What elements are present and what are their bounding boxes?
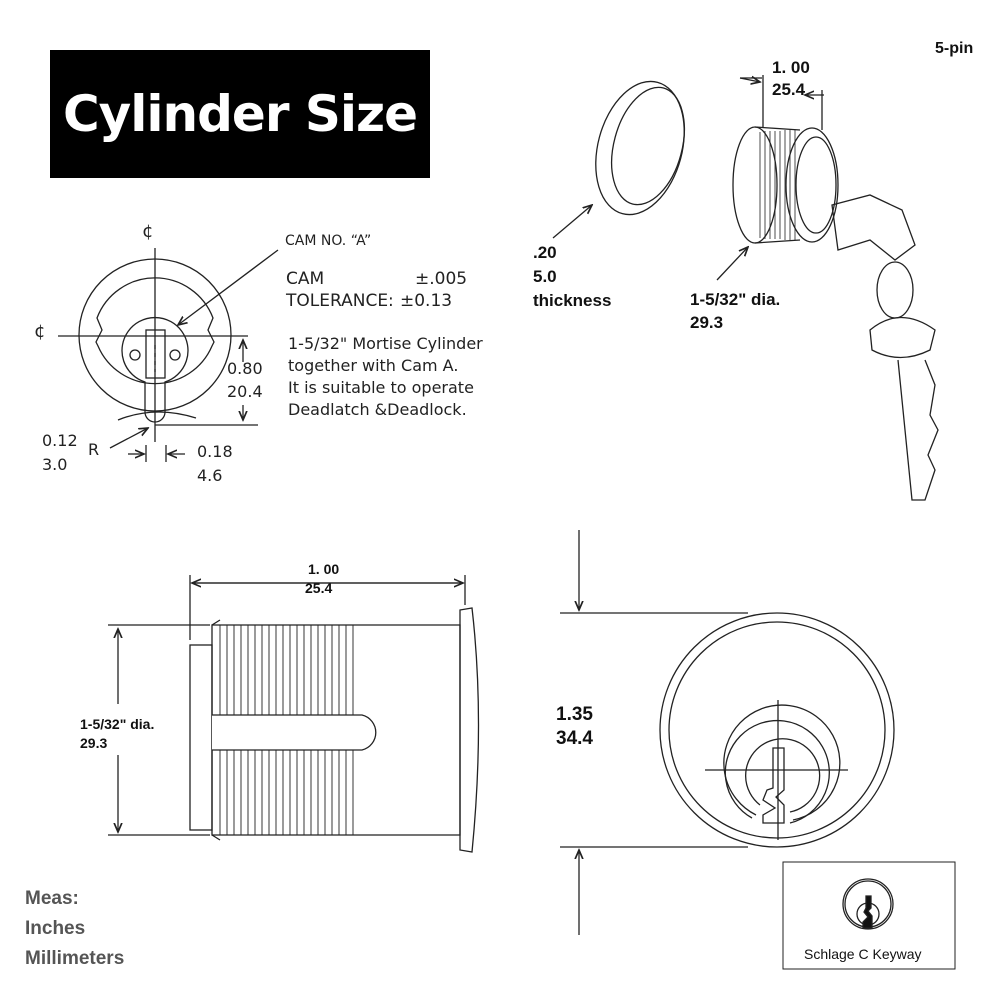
centerline-symbol-vertical: ¢ — [142, 221, 154, 242]
ring-thickness-label: thickness — [533, 291, 612, 310]
radius-symbol: R — [88, 440, 100, 459]
dim-height-in: 0.80 — [227, 359, 263, 378]
side-length-in: 1. 00 — [308, 561, 340, 577]
side-length-mm: 25.4 — [305, 580, 333, 596]
tolerance-value-2: ±0.13 — [400, 291, 453, 311]
description-line: It is suitable to operate — [288, 378, 474, 397]
tolerance-label-1: CAM — [286, 269, 325, 289]
description-line: 1-5/32" Mortise Cylinder — [288, 334, 483, 353]
iso-diameter-mm: 29.3 — [690, 313, 724, 332]
front-height-mm: 34.4 — [556, 728, 593, 749]
description-line: Deadlatch &Deadlock. — [288, 400, 467, 419]
description-line: together with Cam A. — [288, 356, 459, 375]
escutcheon-ring-drawing — [552, 80, 685, 239]
iso-diameter-in: 1-5/32" dia. — [690, 290, 781, 309]
ring-thickness-in: .20 — [533, 243, 557, 262]
pin-count-label: 5-pin — [935, 40, 974, 57]
dim-height-mm: 20.4 — [227, 382, 263, 401]
side-view-drawing — [108, 575, 480, 853]
tolerance-label-2: TOLERANCE: — [286, 291, 394, 311]
ring-thickness-mm: 5.0 — [533, 267, 557, 286]
dim-width-in: 0.18 — [197, 442, 233, 461]
dim-width-mm: 4.6 — [197, 466, 223, 485]
units-inches: Inches — [25, 918, 86, 939]
front-height-in: 1.35 — [556, 704, 593, 725]
tolerance-value-1: ±.005 — [415, 269, 468, 289]
units-heading: Meas: — [25, 888, 79, 909]
keyway-label: Schlage C Keyway — [804, 946, 922, 962]
dim-radius-in: 0.12 — [42, 431, 78, 450]
iso-length-in: 1. 00 — [772, 58, 810, 77]
iso-length-mm: 25.4 — [772, 80, 806, 99]
cam-number-label: CAM NO. “A” — [285, 233, 372, 249]
centerline-symbol-horizontal: ¢ — [34, 321, 46, 342]
side-diameter-in: 1-5/32" dia. — [80, 716, 155, 732]
page-title: Cylinder Size — [62, 85, 418, 143]
side-diameter-mm: 29.3 — [80, 735, 108, 751]
keyway-box — [782, 861, 956, 970]
cylinder-with-key-drawing — [716, 75, 939, 501]
dim-radius-mm: 3.0 — [42, 455, 68, 474]
units-millimeters: Millimeters — [25, 948, 125, 969]
cam-drawing — [58, 248, 279, 462]
title-banner: Cylinder Size — [50, 50, 430, 178]
front-view-drawing — [560, 530, 895, 935]
